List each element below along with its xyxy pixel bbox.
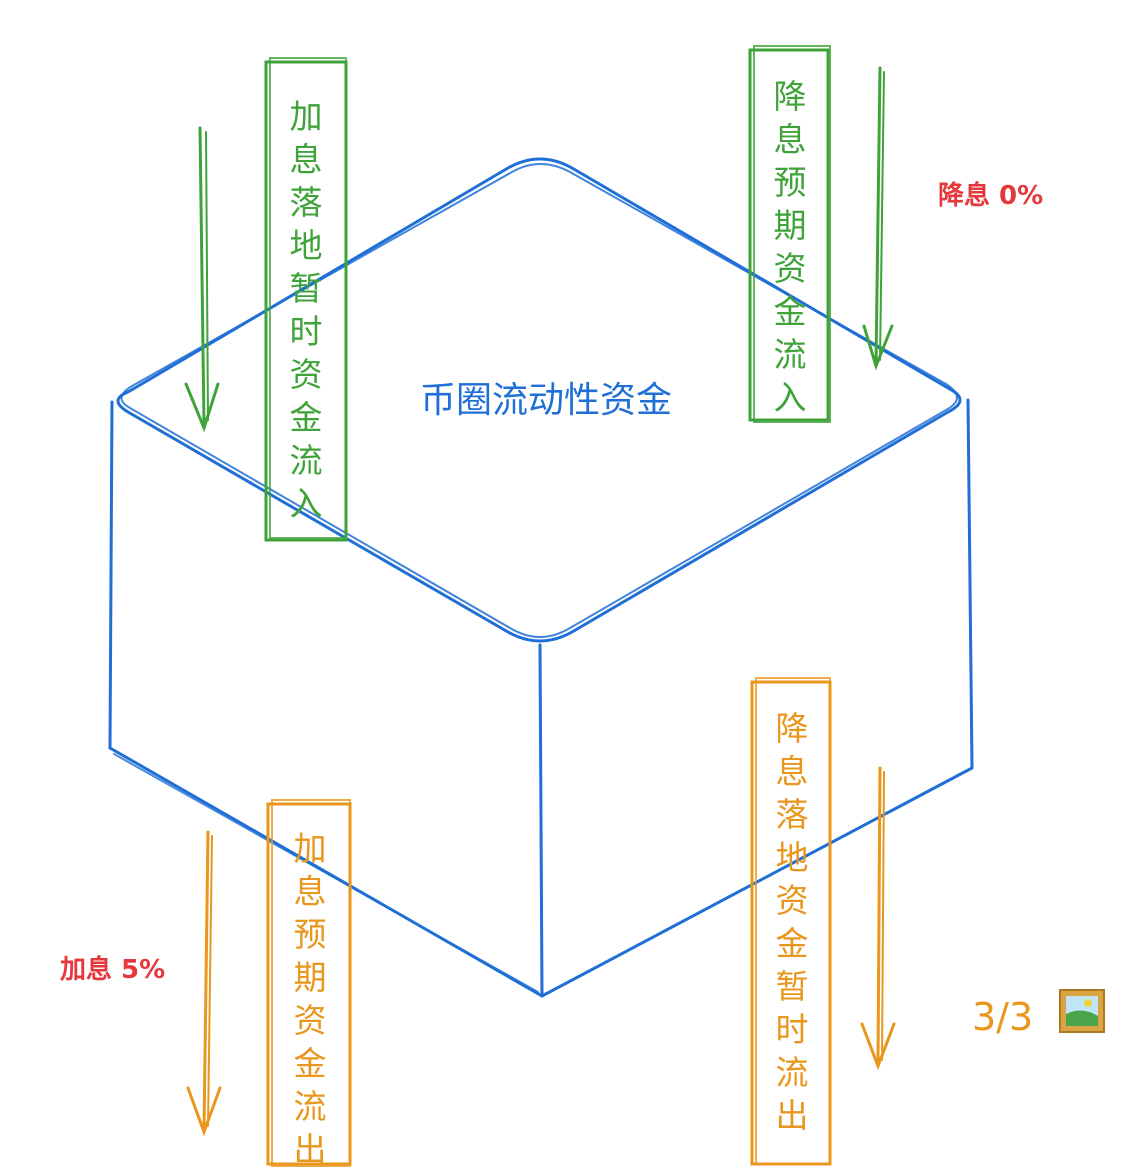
label-char: 降 bbox=[776, 709, 809, 748]
label-char: 落 bbox=[776, 795, 809, 834]
cube-top-face-sketch bbox=[120, 163, 958, 638]
box-rate-cut-outflow: 降息落地资金暂时流出 bbox=[750, 677, 832, 1166]
box-rate-hike-expect-outflow: 加息预期资金流出 bbox=[266, 799, 352, 1169]
label-char: 金 bbox=[776, 924, 809, 963]
liquidity-cube bbox=[108, 157, 974, 998]
label-char: 息 bbox=[774, 120, 807, 159]
box-rate-cut-expect-inflow: 降息预期资金流入 bbox=[748, 45, 831, 423]
label-char: 加 bbox=[290, 97, 323, 136]
box-rate-hike-expect-outflow-label: 加息预期资金流出 bbox=[294, 829, 327, 1169]
outflow-arrow-left bbox=[186, 830, 222, 1137]
box-rate-hike-inflow-label: 加息落地暂时资金流入 bbox=[290, 97, 323, 523]
label-char: 落 bbox=[290, 183, 323, 222]
inflow-arrow-left bbox=[184, 126, 220, 433]
label-char: 资 bbox=[774, 249, 807, 288]
framed-picture-icon bbox=[1059, 989, 1105, 1033]
label-char: 暂 bbox=[290, 269, 323, 308]
inflow-arrow-right bbox=[862, 66, 894, 371]
rate-cut-note: 降息 0% bbox=[938, 180, 1043, 211]
label-char: 入 bbox=[774, 378, 807, 417]
box-rate-hike-inflow: 加息落地暂时资金流入 bbox=[264, 57, 348, 542]
label-char: 息 bbox=[294, 872, 327, 911]
label-char: 时 bbox=[776, 1010, 809, 1049]
label-char: 加 bbox=[294, 829, 327, 868]
center-label: 币圈流动性资金 bbox=[420, 380, 672, 421]
label-char: 流 bbox=[290, 441, 323, 480]
label-char: 金 bbox=[774, 292, 807, 331]
label-char: 流 bbox=[294, 1087, 327, 1126]
cube-right-edge bbox=[966, 398, 974, 770]
label-char: 息 bbox=[776, 752, 809, 791]
label-char: 资 bbox=[290, 355, 323, 394]
box-rate-cut-outflow-label: 降息落地资金暂时流出 bbox=[776, 709, 809, 1135]
label-char: 入 bbox=[290, 484, 323, 523]
label-char: 资 bbox=[776, 881, 809, 920]
label-char: 暂 bbox=[776, 967, 809, 1006]
box-rate-cut-expect-inflow-label: 降息预期资金流入 bbox=[774, 77, 807, 417]
cube-bottom-left-edge-sketch bbox=[113, 753, 539, 993]
label-char: 息 bbox=[290, 140, 323, 179]
box-rate-cut-expect-inflow-frame bbox=[748, 48, 830, 422]
label-char: 期 bbox=[774, 206, 807, 245]
rate-hike-note: 加息 5% bbox=[60, 954, 165, 985]
label-char: 地 bbox=[290, 226, 323, 265]
label-char: 预 bbox=[774, 163, 807, 202]
label-char: 时 bbox=[290, 312, 323, 351]
label-char: 出 bbox=[294, 1130, 327, 1169]
label-char: 降 bbox=[774, 77, 807, 116]
label-char: 地 bbox=[776, 838, 809, 877]
label-char: 金 bbox=[290, 398, 323, 437]
cube-top-face bbox=[116, 157, 962, 643]
outflow-arrow-right bbox=[860, 766, 896, 1071]
label-char: 金 bbox=[294, 1044, 327, 1083]
cube-center-edge bbox=[538, 643, 544, 998]
label-char: 预 bbox=[294, 915, 327, 954]
cube-left-edge bbox=[108, 400, 114, 750]
label-char: 资 bbox=[294, 1001, 327, 1040]
label-char: 流 bbox=[774, 335, 807, 374]
label-char: 期 bbox=[294, 958, 327, 997]
label-char: 出 bbox=[776, 1096, 809, 1135]
page-counter: 3/3 bbox=[972, 995, 1033, 1039]
label-char: 流 bbox=[776, 1053, 809, 1092]
